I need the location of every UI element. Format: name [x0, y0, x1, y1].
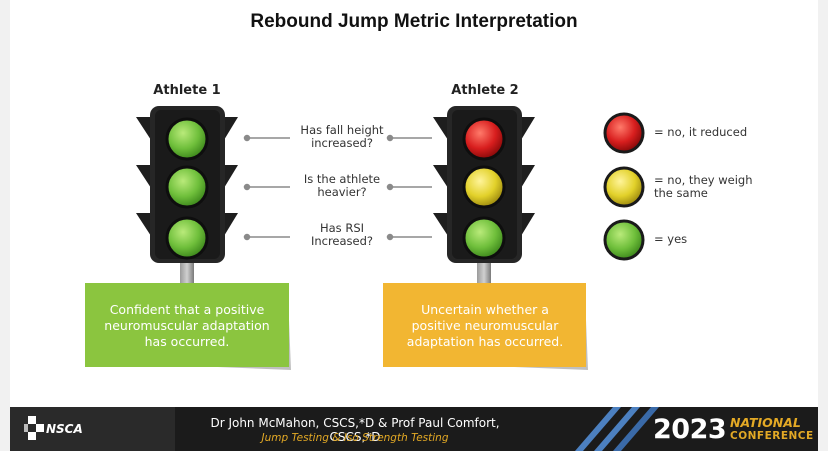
nsca-logo-icon — [24, 416, 44, 440]
slide-title: Rebound Jump Metric Interpretation — [250, 11, 578, 32]
athlete-2-outcome-text: Uncertain whether a positive neuromuscul… — [406, 302, 564, 349]
legend-yellow-text: = no, they weigh the same — [654, 173, 753, 200]
athlete-1-light-bottom — [165, 216, 209, 260]
legend-red-text: = no, it reduced — [654, 125, 748, 139]
question-fall-height: Has fall height increased? — [300, 123, 384, 150]
connector-lines — [243, 134, 432, 241]
athlete-1-outcome-text: Confident that a positive neuromuscular … — [104, 302, 270, 349]
traffic-light-1 — [136, 106, 238, 284]
athlete-2-light-middle — [462, 165, 506, 209]
traffic-light-2 — [433, 106, 535, 284]
question-rsi: Has RSI Increased? — [310, 221, 374, 248]
question-heavier: Is the athlete heavier? — [303, 172, 381, 199]
nsca-logo-text: NSCA — [46, 422, 83, 436]
legend-green-text: = yes — [654, 232, 688, 246]
footer-bar: NSCA Dr John McMahon, CSCS,*D & Prof Pau… — [10, 407, 818, 451]
conference-national: NATIONAL — [730, 415, 801, 430]
athlete-2-label: Athlete 2 — [451, 83, 519, 98]
athlete-1-outcome-box — [85, 283, 289, 367]
athlete-1-label: Athlete 1 — [153, 83, 221, 98]
footer-presenters: Dr John McMahon, CSCS,*D & Prof Paul Com… — [210, 416, 500, 444]
athlete-2-light-bottom — [462, 216, 506, 260]
conference-label: CONFERENCE — [730, 430, 814, 442]
legend-green-light — [603, 219, 645, 261]
footer-subtitle: Jump Testing & Iso Strength Testing — [261, 432, 449, 444]
athlete-1-light-middle — [165, 165, 209, 209]
athlete-1-light-top — [165, 117, 209, 161]
legend-red-light — [603, 112, 645, 154]
athlete-2-light-top — [462, 117, 506, 161]
conference-year: 2023 — [653, 414, 727, 445]
legend-yellow-light — [603, 166, 645, 208]
athlete-2-outcome-box — [383, 283, 586, 367]
